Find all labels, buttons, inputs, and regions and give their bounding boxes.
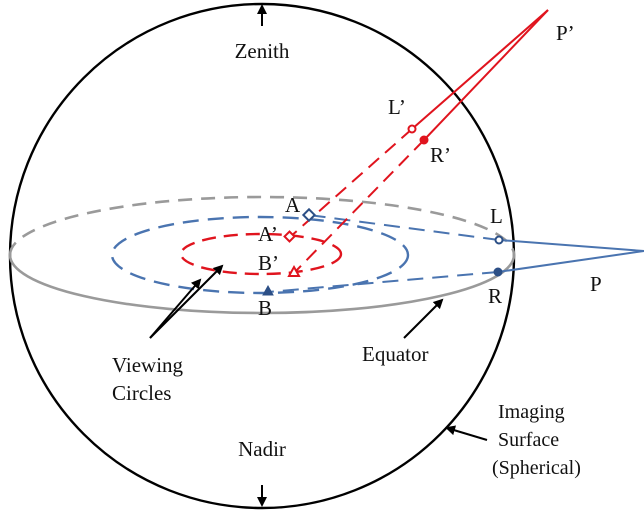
label-a: A: [285, 193, 301, 217]
label-p: P: [590, 272, 602, 296]
label-p-prime: P’: [556, 21, 575, 45]
viewing-circle-inner: [179, 232, 343, 276]
equator-back: [8, 195, 516, 256]
equator-front: [8, 254, 516, 315]
viewing-circle-outer: [110, 215, 410, 295]
label-circles: Circles: [112, 381, 171, 405]
label-imaging: Imaging: [498, 401, 565, 423]
imaging-surface-arrow: [445, 425, 488, 441]
label-l-prime: L’: [388, 95, 406, 119]
ray-r-to-b: [267, 271, 499, 293]
ray-rprime-to-bprime: [293, 139, 425, 274]
point-b-prime: [287, 264, 301, 277]
label-r-prime: R’: [430, 143, 451, 167]
equator-arrow: [403, 298, 444, 339]
label-b: B: [258, 296, 272, 320]
point-l-prime: [407, 124, 417, 134]
label-l: L: [490, 204, 503, 228]
label-surface: Surface: [498, 429, 559, 451]
ray-pprime-to-lprime: [411, 9, 549, 130]
label-equator: Equator: [362, 342, 428, 366]
ray-pprime-to-rprime: [423, 9, 549, 141]
label-zenith: Zenith: [235, 39, 290, 63]
label-b-prime: B’: [258, 251, 279, 275]
point-r-prime: [419, 135, 429, 145]
point-r: [493, 267, 503, 277]
ray-p-to-r: [497, 250, 644, 273]
point-l: [494, 235, 504, 245]
ray-p-to-l: [498, 239, 644, 252]
label-spherical: (Spherical): [492, 457, 581, 479]
label-viewing: Viewing: [112, 353, 184, 377]
viewing-circles-arrow-inner: [149, 264, 224, 339]
point-a-prime: [283, 230, 296, 243]
label-a-prime: A’: [258, 222, 278, 246]
ray-l-to-a: [308, 214, 500, 241]
label-nadir: Nadir: [238, 437, 286, 461]
point-b: [262, 284, 274, 296]
label-r: R: [488, 284, 502, 308]
point-a: [301, 207, 317, 223]
